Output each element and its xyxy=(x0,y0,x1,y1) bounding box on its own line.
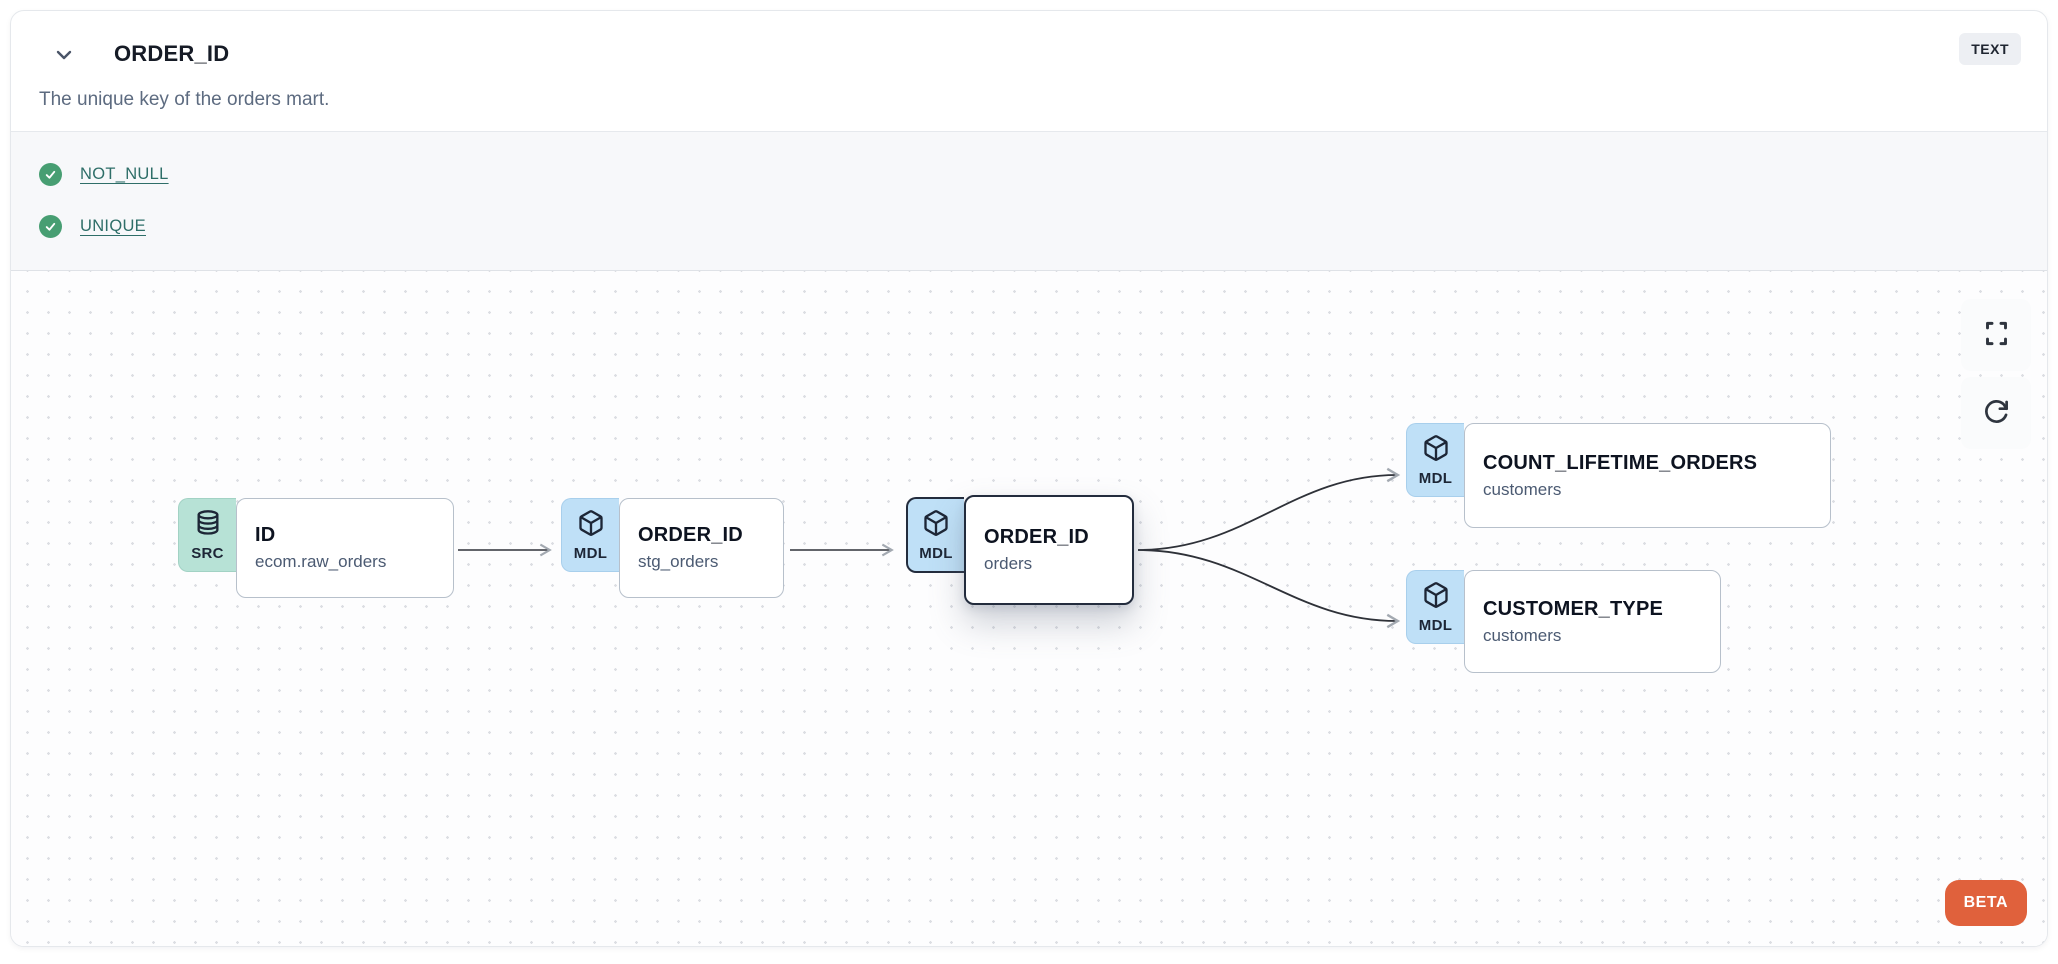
cube-icon xyxy=(1422,434,1450,467)
node-kind-label: MDL xyxy=(919,544,953,562)
lineage-node-source-id[interactable]: SRC ID ecom.raw_orders xyxy=(178,498,454,598)
canvas-controls xyxy=(1961,299,2031,449)
lineage-node-count-lifetime-orders[interactable]: MDL COUNT_LIFETIME_ORDERS customers xyxy=(1406,423,1831,528)
node-model-name: customers xyxy=(1483,625,1562,645)
node-model-name: customers xyxy=(1483,479,1562,499)
column-detail-panel: ORDER_ID TEXT The unique key of the orde… xyxy=(10,10,2048,947)
lineage-node-stg-orders[interactable]: MDL ORDER_ID stg_orders xyxy=(561,498,784,598)
node-model-name: ecom.raw_orders xyxy=(255,552,387,571)
model-type-badge: MDL xyxy=(1406,423,1464,497)
node-card: ORDER_ID stg_orders xyxy=(619,498,784,598)
check-circle-icon xyxy=(39,162,62,186)
lineage-edges xyxy=(458,467,1401,629)
node-column-name: ID xyxy=(255,524,276,546)
cube-icon xyxy=(577,509,605,542)
check-circle-icon xyxy=(39,214,62,238)
fullscreen-button[interactable] xyxy=(1961,299,2031,371)
node-model-name: orders xyxy=(984,554,1033,573)
model-type-badge: MDL xyxy=(906,497,964,573)
lineage-canvas[interactable]: SRC ID ecom.raw_orders MDL ORDER_ID stg_… xyxy=(11,271,2047,946)
refresh-icon xyxy=(1983,398,2010,428)
column-name-title: ORDER_ID xyxy=(114,41,230,66)
node-card: ID ecom.raw_orders xyxy=(236,498,454,598)
node-card: COUNT_LIFETIME_ORDERS customers xyxy=(1464,423,1831,528)
test-row: NOT_NULL xyxy=(39,148,2019,200)
test-row: UNIQUE xyxy=(39,200,2019,252)
lineage-node-customer-type[interactable]: MDL CUSTOMER_TYPE customers xyxy=(1406,570,1721,673)
cube-icon xyxy=(922,509,950,542)
node-model-name: stg_orders xyxy=(638,552,719,571)
model-type-badge: MDL xyxy=(1406,570,1464,644)
model-type-badge: MDL xyxy=(561,498,619,572)
node-kind-label: MDL xyxy=(573,544,608,562)
database-icon xyxy=(194,509,222,542)
node-kind-label: MDL xyxy=(1418,469,1453,487)
refresh-button[interactable] xyxy=(1961,377,2031,449)
node-card: ORDER_ID orders xyxy=(964,495,1134,605)
panel-header: ORDER_ID TEXT xyxy=(11,11,2047,81)
column-description: The unique key of the orders mart. xyxy=(39,89,330,110)
test-link-unique[interactable]: UNIQUE xyxy=(80,216,146,235)
node-column-name: ORDER_ID xyxy=(638,524,743,546)
chevron-down-icon xyxy=(52,43,76,70)
node-column-name: ORDER_ID xyxy=(984,526,1089,548)
cube-icon xyxy=(1422,581,1450,614)
node-card: CUSTOMER_TYPE customers xyxy=(1464,570,1721,673)
data-type-badge: TEXT xyxy=(1959,33,2021,65)
node-column-name: COUNT_LIFETIME_ORDERS xyxy=(1483,451,1758,474)
tests-section: NOT_NULL UNIQUE xyxy=(11,131,2047,271)
beta-badge: BETA xyxy=(1944,880,2027,926)
lineage-node-orders-selected[interactable]: MDL ORDER_ID orders xyxy=(906,495,1134,605)
node-kind-label: MDL xyxy=(1418,616,1453,634)
test-link-not-null[interactable]: NOT_NULL xyxy=(80,164,169,183)
fullscreen-icon xyxy=(1983,320,2010,350)
source-type-badge: SRC xyxy=(178,498,236,572)
node-kind-label: SRC xyxy=(191,544,224,562)
collapse-button[interactable] xyxy=(49,41,79,71)
node-column-name: CUSTOMER_TYPE xyxy=(1483,597,1664,620)
